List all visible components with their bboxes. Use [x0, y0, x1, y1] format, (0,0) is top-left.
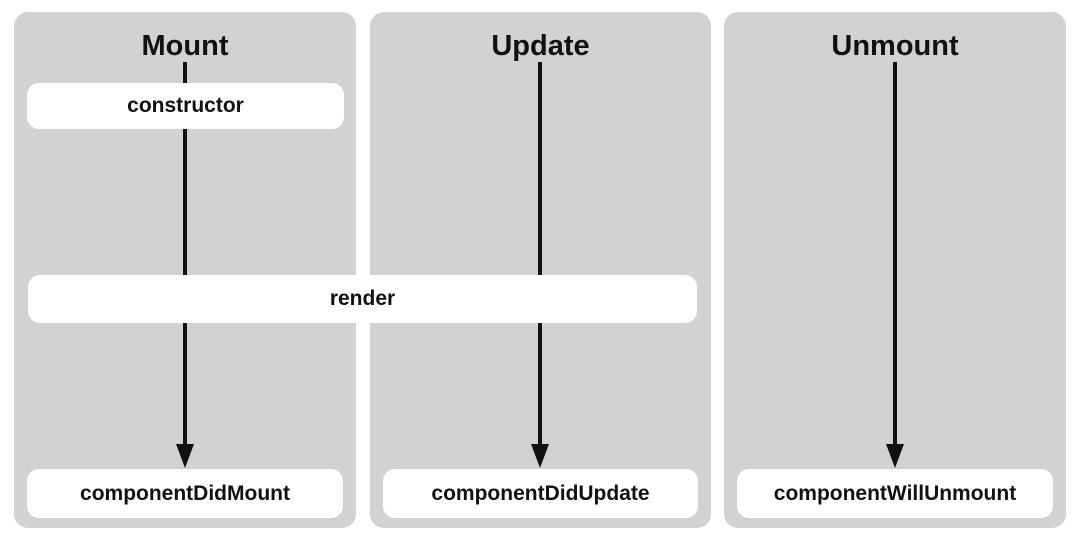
component-did-update-box: componentDidUpdate	[383, 469, 698, 518]
column-title-mount: Mount	[141, 30, 229, 62]
component-will-unmount-box: componentWillUnmount	[737, 469, 1053, 518]
column-update: Update	[370, 12, 711, 528]
constructor-box: constructor	[27, 83, 344, 129]
component-did-mount-box: componentDidMount	[27, 469, 343, 518]
column-unmount: Unmount	[724, 12, 1066, 528]
column-title-update: Update	[491, 30, 590, 62]
render-box: render	[28, 275, 697, 323]
column-title-unmount: Unmount	[831, 30, 959, 62]
